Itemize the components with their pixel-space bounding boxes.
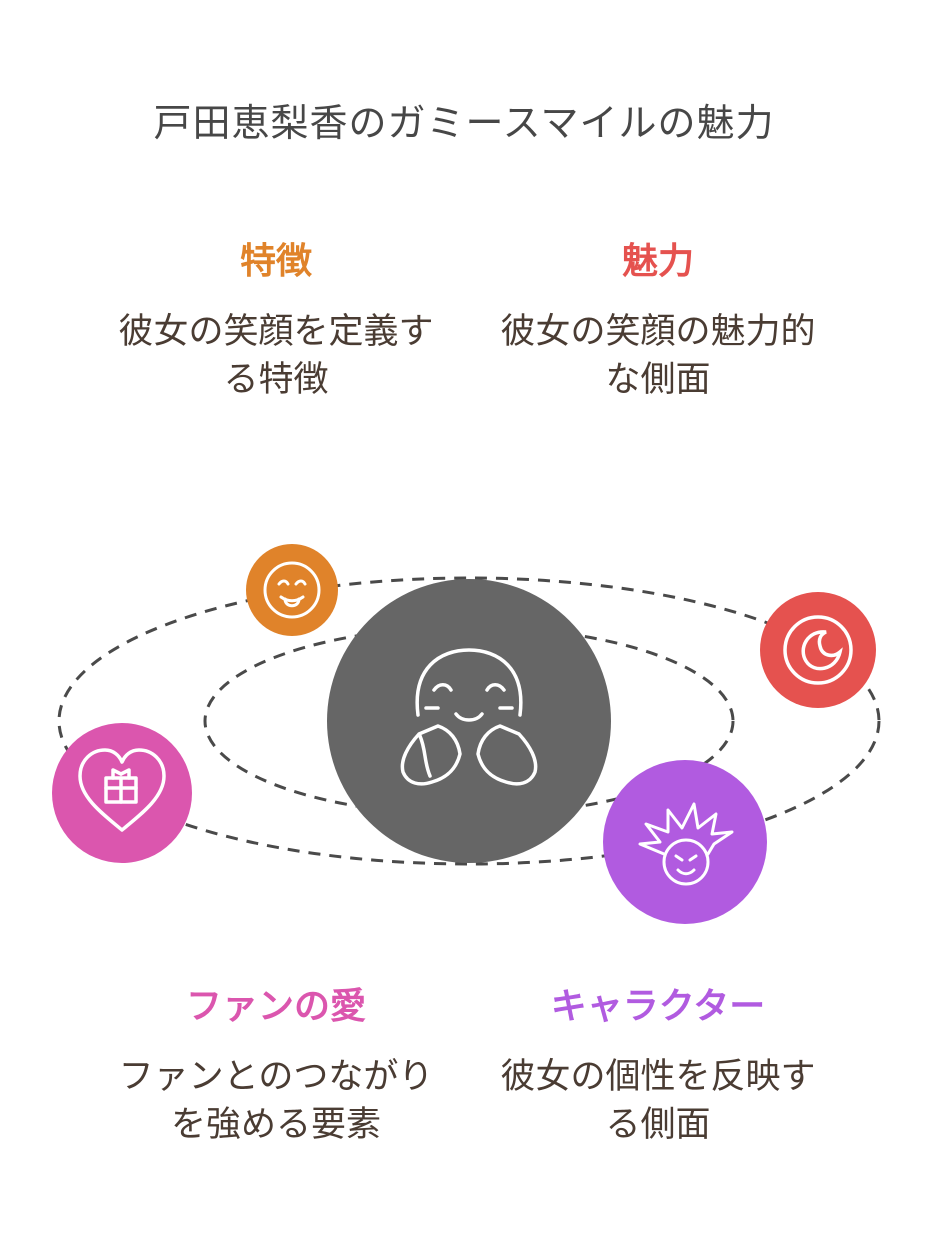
charm-description: 彼女の笑顔の魅力的な側面	[500, 312, 816, 400]
features-block: 特徴 彼女の笑顔を定義する特徴	[96, 240, 456, 404]
smiling-hugging-face-icon	[400, 648, 538, 786]
fan-love-node	[52, 723, 192, 863]
features-heading: 特徴	[239, 241, 312, 282]
character-description: 彼女の個性を反映する側面	[500, 1057, 816, 1145]
character-block: キャラクター 彼女の個性を反映する側面	[478, 985, 838, 1149]
fan-love-heading: ファンの愛	[185, 986, 366, 1027]
outer-orbit	[57, 576, 881, 866]
features-node	[246, 544, 338, 636]
fan-love-description: ファンとのつながりを強める要素	[118, 1057, 434, 1145]
character-node	[603, 760, 767, 924]
charm-block: 魅力 彼女の笑顔の魅力的な側面	[478, 240, 838, 404]
orbit-diagram	[52, 544, 881, 924]
moon-circle-icon	[783, 615, 853, 685]
page-title: 戸田恵梨香のガミースマイルの魅力	[153, 101, 775, 145]
features-description: 彼女の笑顔を定義する特徴	[118, 312, 434, 400]
fan-love-block: ファンの愛 ファンとのつながりを強める要素	[96, 985, 456, 1149]
heart-gift-icon	[78, 748, 166, 832]
tongue-out-face-icon	[263, 561, 321, 619]
spiky-hair-character-icon	[638, 802, 734, 886]
center-node	[327, 579, 611, 863]
character-heading: キャラクター	[550, 986, 766, 1027]
charm-heading: 魅力	[621, 241, 694, 282]
charm-node	[760, 592, 876, 708]
